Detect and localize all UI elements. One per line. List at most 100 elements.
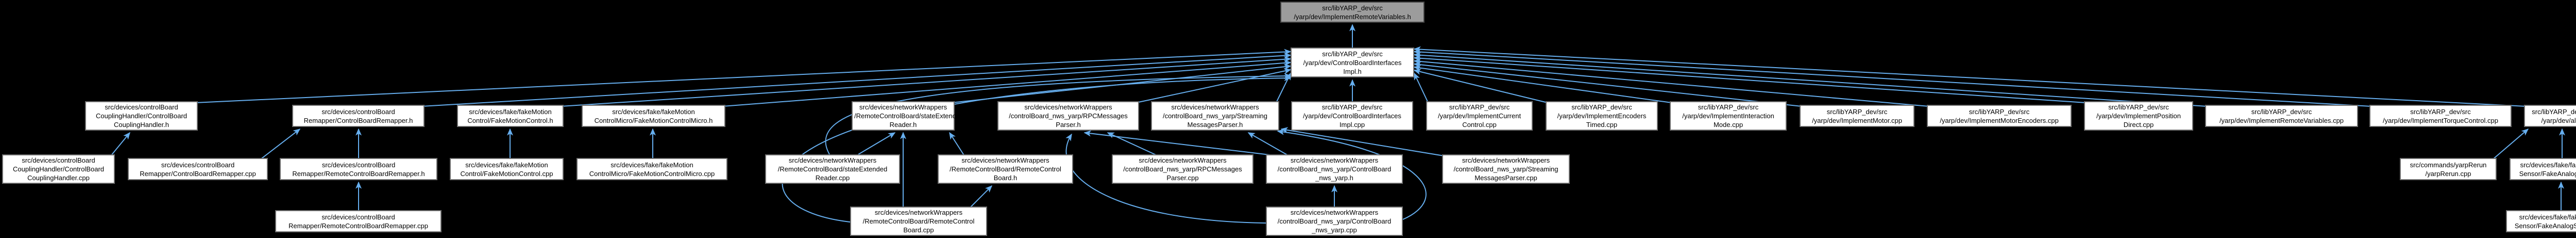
graph-node-label-line: src/libYARP_dev/src <box>1322 4 1383 12</box>
graph-node-label-line: _nws_yarp.cpp <box>1312 226 1357 234</box>
graph-node[interactable]: src/libYARP_dev/src/yarp/dev/ImplementRe… <box>2205 105 2358 127</box>
graph-node-label-line: /yarp/dev/ControlBoardInterfaces <box>1303 112 1401 120</box>
graph-node-label-line: src/libYARP_dev/src <box>2410 107 2471 116</box>
graph-node-label-line: src/devices/fake/fakeMotion <box>612 107 695 116</box>
graph-node-label-line: Remapper/RemoteControlBoardRemapper.cpp <box>289 221 428 230</box>
graph-node-label-line: src/devices/networkWrappers <box>1139 156 1227 164</box>
graph-node[interactable]: src/commands/yarpRerun/yarpRerun.cpp <box>2400 158 2497 180</box>
graph-node-label-line: /controlBoard_nws_yarp/ControlBoard <box>1277 165 1392 173</box>
graph-node-label-line: src/devices/controlBoard <box>321 213 395 221</box>
graph-node-label-line: src/libYARP_dev/src <box>1698 103 1759 111</box>
graph-node-label-line: src/devices/controlBoard <box>321 107 395 116</box>
graph-node[interactable]: src/libYARP_dev/src/yarp/dev/ControlBoar… <box>1291 47 1414 77</box>
graph-node-label-line: ControlMicro/FakeMotionControlMicro.cpp <box>589 169 715 178</box>
graph-node[interactable]: src/devices/networkWrappers/RemoteContro… <box>938 154 1073 184</box>
graph-node[interactable]: src/devices/networkWrappers/controlBoard… <box>1151 101 1279 131</box>
graph-node[interactable]: src/libYARP_dev/src/yarp/dev/all.h <box>2524 105 2576 127</box>
graph-node-label-line: MessagesParser.h <box>1187 121 1243 129</box>
include-edge-n33-to-n25 <box>969 185 993 209</box>
graph-node-label-line: Timed.cpp <box>1586 121 1618 129</box>
graph-node[interactable]: src/libYARP_dev/src/yarp/dev/ImplementTo… <box>2369 105 2512 127</box>
include-edge-n27-to-n7 <box>1083 130 1270 155</box>
graph-node-label-line: CouplingHandler/ControlBoard <box>95 112 188 120</box>
graph-node-label-line: Sensor/FakeAnalogSensor.h <box>2519 169 2576 178</box>
graph-node-label-line: src/devices/networkWrappers <box>1462 156 1550 164</box>
graph-node-label-line: MessagesParser.cpp <box>1475 174 1537 182</box>
graph-node-label-line: Parser.h <box>1056 121 1081 129</box>
graph-node[interactable]: src/libYARP_dev/src/yarp/dev/ImplementMo… <box>1927 105 2072 127</box>
graph-node[interactable]: src/devices/fake/fakeAnalogSensor/FakeAn… <box>2510 158 2576 180</box>
graph-node-label-line: /yarp/dev/ImplementInteraction <box>1682 112 1774 120</box>
graph-node[interactable]: src/libYARP_dev/src/yarp/dev/ImplementCu… <box>1426 101 1533 131</box>
graph-node[interactable]: src/devices/networkWrappers/controlBoard… <box>1442 154 1570 184</box>
graph-node[interactable]: src/devices/networkWrappers/controlBoard… <box>1266 207 1403 236</box>
graph-node-label-line: /yarp/dev/ImplementMotorEncoders.cpp <box>1940 116 2059 124</box>
graph-node-label-line: src/devices/networkWrappers <box>874 209 963 216</box>
graph-node[interactable]: src/devices/networkWrappers/RemoteContro… <box>850 207 987 236</box>
graph-node-label-line: /controlBoard_nws_yarp/ControlBoard <box>1277 217 1392 225</box>
graph-node-label-line: /RemoteControlBoard/stateExtended <box>854 112 964 120</box>
graph-node[interactable]: src/libYARP_dev/src/yarp/dev/ImplementEn… <box>1546 101 1658 131</box>
include-edge-n7-to-n1 <box>1136 68 1292 103</box>
graph-node[interactable]: src/devices/networkWrappers/controlBoard… <box>997 101 1139 131</box>
graph-node-label-line: src/libYARP_dev/src <box>2532 107 2576 116</box>
graph-node-label-line: src/devices/controlBoard <box>161 161 235 169</box>
graph-node[interactable]: src/libYARP_dev/src/yarp/dev/ImplementMo… <box>1800 105 1914 127</box>
include-edge-n15-to-n1 <box>1413 55 2087 103</box>
graph-node-label-line: Parser.cpp <box>1166 174 1199 182</box>
include-edge-n17-to-n1 <box>1413 49 2372 107</box>
graph-node-label-line: src/devices/fake/fakeMotion <box>469 107 552 116</box>
graph-node-label-line: src/devices/controlBoard <box>22 156 95 164</box>
graph-node-label-line: src/commands/yarpRerun <box>2410 161 2487 169</box>
graph-node-label-line: /yarp/dev/ImplementRemoteVariables.h <box>1294 12 1411 21</box>
graph-node[interactable]: src/libYARP_dev/src/yarp/dev/ImplementIn… <box>1670 101 1787 131</box>
include-edge-n29-to-n18 <box>2492 129 2529 160</box>
graph-node-label-line: /controlBoard_nws_yarp/RPCMessages <box>1123 165 1242 173</box>
include-edge-n8-to-n1 <box>1276 72 1291 103</box>
graph-node-label-line: /yarp/dev/ImplementPosition <box>2096 112 2181 120</box>
graph-node[interactable]: src/devices/networkWrappers/RemoteContro… <box>765 154 900 184</box>
graph-node-label-line: /yarpRerun.cpp <box>2425 169 2471 178</box>
graph-node[interactable]: src/libYARP_dev/src/yarp/dev/ImplementPo… <box>2084 101 2193 131</box>
graph-node[interactable]: src/devices/fake/fakeAnalogSensor/FakeAn… <box>2506 210 2576 232</box>
include-edge-n5-to-n1 <box>722 59 1292 107</box>
graph-node-label-line: Impl.h <box>1343 67 1362 75</box>
include-edge-n6-to-n1 <box>951 64 1292 103</box>
graph-node-label-line: src/libYARP_dev/src <box>1321 103 1383 111</box>
include-edge-n20-to-n3 <box>260 129 301 160</box>
include-edge-n33-to-n1 <box>782 75 1292 223</box>
graph-node-label-line: src/libYARP_dev/src <box>1969 107 2030 116</box>
include-edge-n11-to-n1 <box>1413 69 1548 103</box>
graph-node[interactable]: src/devices/networkWrappers/RemoteContro… <box>852 101 964 131</box>
graph-node-label-line: /yarp/dev/ControlBoardInterfaces <box>1303 58 1402 67</box>
graph-node[interactable]: src/devices/networkWrappers/controlBoard… <box>1112 154 1253 184</box>
include-edge-n28-to-n8 <box>1280 127 1445 156</box>
graph-node-label-line: /yarp/dev/ImplementTorqueControl.cpp <box>2382 116 2498 124</box>
graph-node-label-line: CouplingHandler.h <box>114 121 169 129</box>
graph-node-label-line: CouplingHandler.cpp <box>27 174 90 182</box>
graph-node[interactable]: src/devices/networkWrappers/controlBoard… <box>1266 154 1403 184</box>
graph-node-label-line: src/devices/fake/fakeAnalog <box>2519 213 2576 221</box>
graph-node-label-line: Control/FakeMotionControl.h <box>467 116 553 124</box>
graph-node-main[interactable]: src/libYARP_dev/src/yarp/dev/ImplementRe… <box>1280 2 1425 23</box>
include-edge-n3-to-n1 <box>421 52 1292 107</box>
graph-node-label-line: Impl.cpp <box>1339 121 1365 129</box>
graph-node-label-line: Sensor/FakeAnalogSensor.cpp <box>2514 221 2576 230</box>
graph-node-label-line: src/libYARP_dev/src <box>1322 50 1383 58</box>
include-edge-n16-to-n1 <box>1413 52 2208 107</box>
graph-node-label-line: Board.cpp <box>903 226 934 234</box>
graph-node-label-line: /yarp/dev/ImplementEncoders <box>1557 112 1647 120</box>
graph-node[interactable]: src/libYARP_dev/src/yarp/dev/ControlBoar… <box>1291 101 1413 131</box>
include-edge-n19-to-n2 <box>110 132 130 156</box>
graph-node-label-line: CouplingHandler/ControlBoard <box>12 165 105 173</box>
